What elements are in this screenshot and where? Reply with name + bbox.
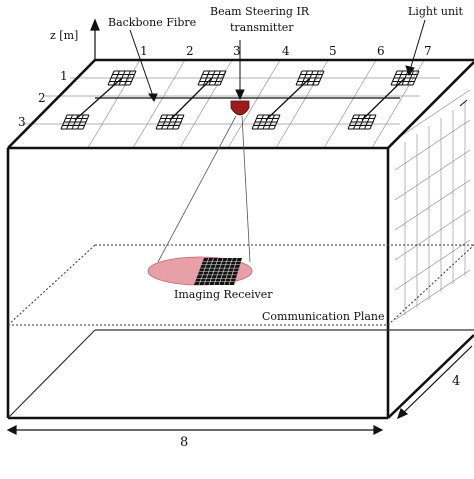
grid-x-tick-label: 3	[233, 44, 241, 58]
grid-x-tick-label: 5	[329, 44, 337, 58]
grid-y-tick-label: 3	[18, 115, 26, 129]
grid-y-tick-label: 1	[60, 69, 68, 83]
light-unit-icon	[60, 114, 90, 130]
length-label: 8	[180, 435, 188, 450]
transmitter-icon	[230, 100, 250, 116]
grid-y-tick-label: 2	[38, 91, 46, 105]
light-unit-icon	[251, 114, 281, 130]
beam-steering-label-line2: transmitter	[230, 21, 294, 34]
light-unit-icon	[390, 70, 420, 86]
imaging-receiver-label: Imaging Receiver	[174, 288, 273, 301]
z-axis	[90, 18, 100, 60]
light-unit-label: Light unit	[408, 5, 464, 18]
communication-plane-label: Communication Plane	[262, 310, 385, 323]
dimension-arrows	[6, 345, 473, 435]
communication-plane-outline	[7, 244, 474, 326]
grid-x-tick-label: 4	[282, 44, 290, 58]
light-unit-icon	[155, 114, 185, 130]
right-wall-grid	[394, 89, 471, 321]
width-label: 4	[452, 374, 460, 389]
transmitter-beam	[157, 115, 251, 263]
annotation-arrows	[129, 19, 468, 107]
light-unit-icon	[295, 70, 325, 86]
grid-y-tick-labels: 123	[18, 69, 68, 129]
light-units	[60, 70, 420, 130]
grid-x-tick-label: 2	[186, 44, 194, 58]
grid-x-tick-label: 7	[424, 44, 432, 58]
grid-x-tick-label: 1	[140, 44, 148, 58]
light-unit-icon	[107, 70, 137, 86]
imaging-receiver-icon	[194, 257, 242, 286]
backbone-fibre-label: Backbone Fibre	[108, 16, 196, 29]
beam-steering-label-line1: Beam Steering IR	[210, 5, 310, 18]
floor-back-edges	[7, 329, 474, 419]
light-unit-icon	[197, 70, 227, 86]
z-axis-label: z [m]	[50, 29, 78, 42]
grid-x-tick-label: 6	[377, 44, 385, 58]
light-unit-icon	[347, 114, 377, 130]
grid-x-tick-labels: 1 2 3 4 5 6 7	[140, 44, 432, 58]
